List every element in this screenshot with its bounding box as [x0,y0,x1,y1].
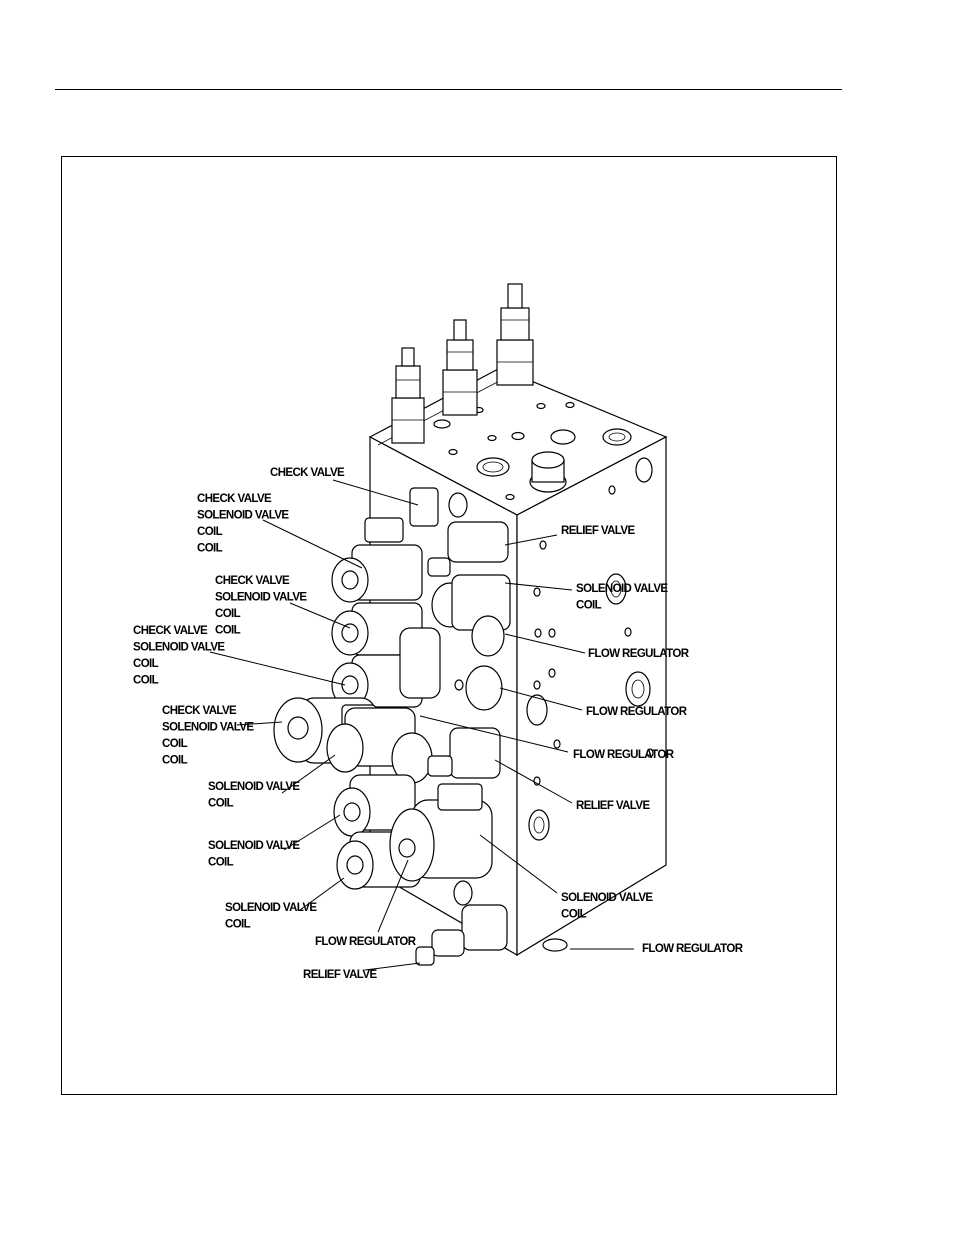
label-solenoid-3: SOLENOID VALVE COIL [225,902,319,931]
label-solenoid-1: SOLENOID VALVE COIL [208,781,302,810]
label-solenoid-right: SOLENOID VALVE COIL [576,583,670,612]
label-flow-regulator-1: FLOW REGULATOR [588,648,690,660]
label-check-valve-top: CHECK VALVE [270,467,345,479]
label-flow-regulator-bottom-right: FLOW REGULATOR [642,943,744,955]
label-group-3: CHECK VALVE SOLENOID VALVE COIL COIL [133,625,227,687]
label-solenoid-2: SOLENOID VALVE COIL [208,840,302,869]
top-relief-valves [391,283,534,444]
label-group-2: CHECK VALVE SOLENOID VALVE COIL COIL [215,575,309,637]
label-solenoid-bottom-right: SOLENOID VALVE COIL [561,892,655,921]
front-components [273,487,511,966]
leader-lines [209,479,634,971]
label-relief-valve-bottom: RELIEF VALVE [303,969,377,981]
label-flow-regulator-bottom-left: FLOW REGULATOR [315,936,417,948]
label-flow-regulator-3: FLOW REGULATOR [573,749,675,761]
header-rule [55,89,842,90]
callout-labels: CHECK VALVE CHECK VALVE SOLENOID VALVE C… [133,467,744,981]
label-flow-regulator-2: FLOW REGULATOR [586,706,688,718]
label-group-4: CHECK VALVE SOLENOID VALVE COIL COIL [162,705,256,767]
label-group-1: CHECK VALVE SOLENOID VALVE COIL COIL [197,493,291,555]
label-relief-valve-right: RELIEF VALVE [576,800,650,812]
figure-frame [61,156,837,1095]
label-relief-valve-top-right: RELIEF VALVE [561,525,635,537]
